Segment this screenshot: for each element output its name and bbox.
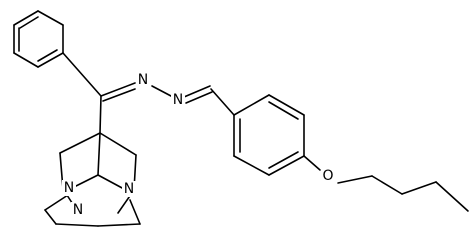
atom-n-azine-1-label: N (138, 72, 148, 88)
atom-o-ether: O (321, 168, 336, 184)
hydrazone-chain (62, 52, 235, 134)
atom-n-cage-right: N (122, 181, 136, 197)
atom-n-cage-left-label: N (64, 180, 74, 196)
atom-n-cage-bottom-label: N (73, 202, 83, 218)
atom-n-cage-right-label: N (124, 181, 134, 197)
chemical-structure-canvas: N N N N N O (13, 10, 469, 227)
molecule-drawing: N N N N N O (13, 10, 469, 227)
atom-n-cage-left: N (62, 180, 76, 196)
butoxy-chain (303, 155, 469, 212)
atom-n-cage-bottom: N (71, 202, 85, 218)
phenyl-ring (13, 10, 64, 68)
atom-n-azine-2: N (171, 92, 185, 108)
atom-o-ether-label: O (322, 168, 333, 184)
atom-n-azine-2-label: N (173, 92, 183, 108)
atom-n-azine-1: N (136, 72, 150, 88)
para-phenylene-ring (233, 94, 305, 176)
adamantane-cage (44, 132, 141, 227)
